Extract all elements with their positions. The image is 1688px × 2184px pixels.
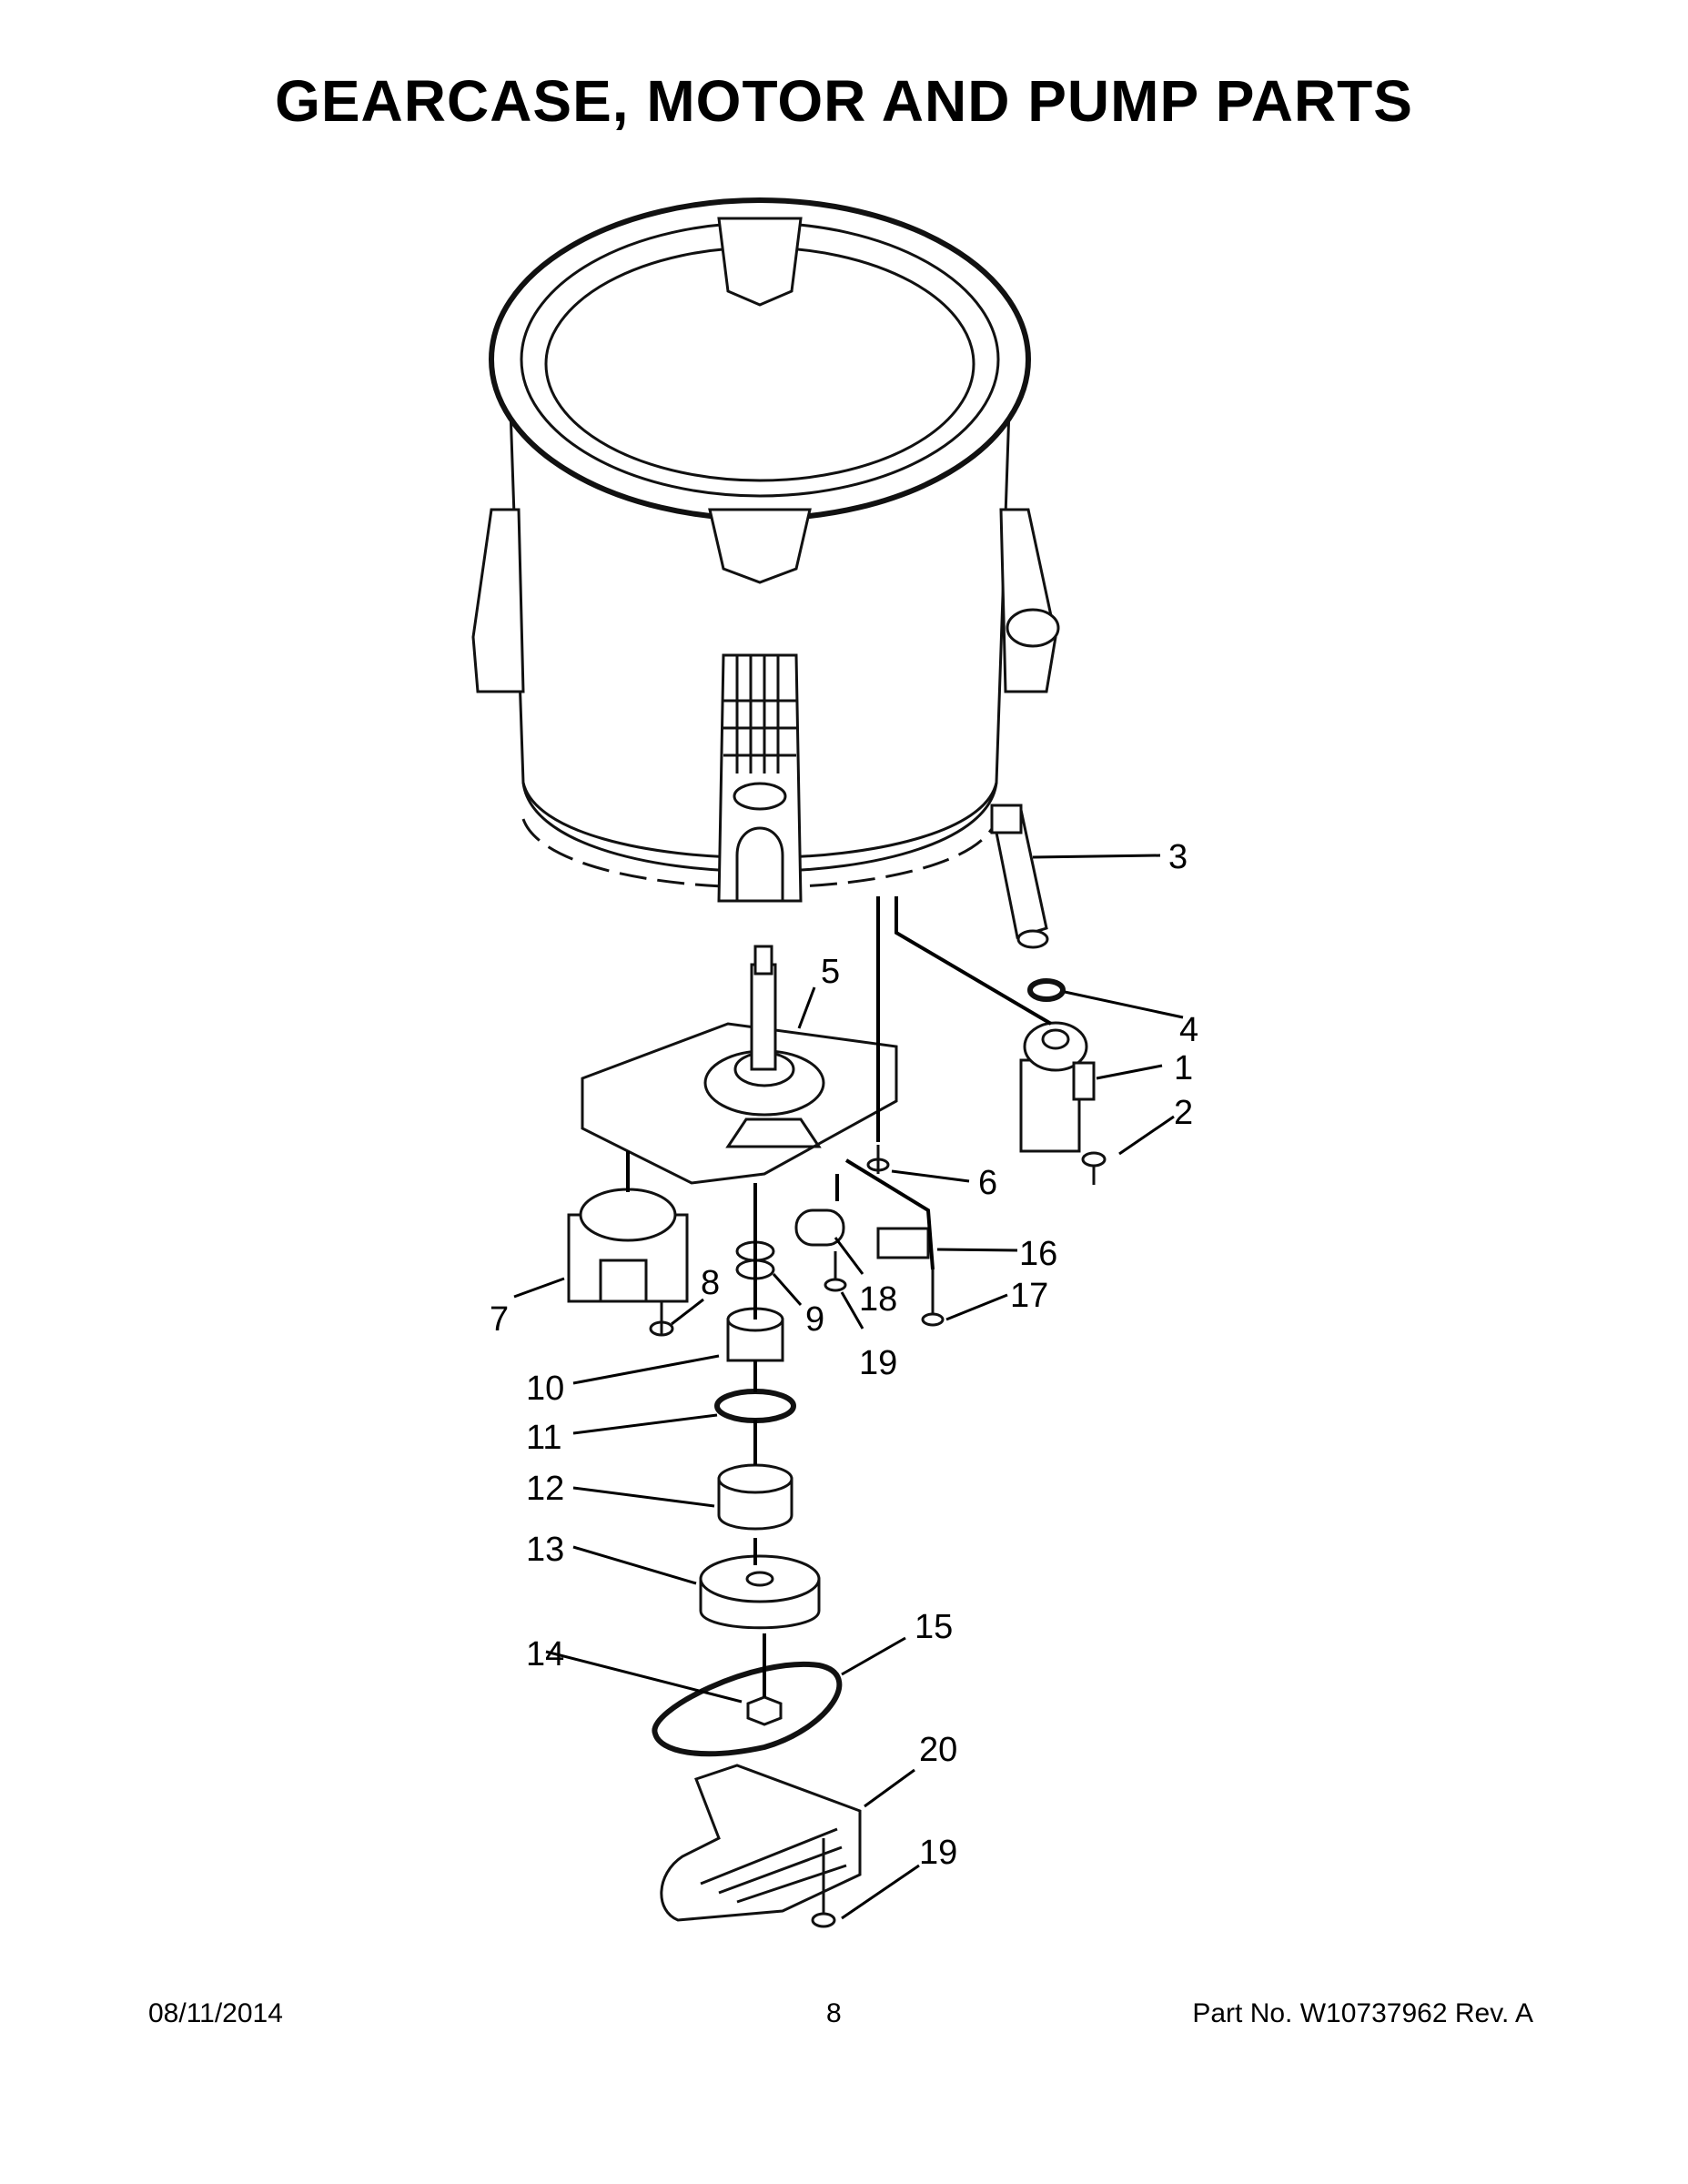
callout-11: 11 [526,1419,561,1457]
callout-20: 20 [919,1731,957,1769]
callout-18: 18 [859,1280,897,1319]
callout-2: 2 [1174,1094,1193,1132]
assembly-lead-lines [626,896,1053,1697]
callout-5: 5 [821,953,840,991]
drive-pulley [699,1554,821,1630]
motor-screw [649,1301,674,1337]
callout-1: 1 [1174,1049,1193,1087]
callout-13: 13 [526,1531,564,1569]
footer-date: 08/11/2014 [148,1998,283,2028]
motor-capacitor [794,1208,845,1247]
pulley-nut [746,1695,783,1726]
retainer-ring [714,1389,796,1423]
drive-motor [567,1188,689,1303]
callout-6: 6 [978,1164,997,1202]
lid-switch-bracket [876,1227,930,1259]
callout-19-mid: 19 [859,1344,897,1382]
callout-12: 12 [526,1470,564,1508]
callout-7: 7 [490,1300,509,1339]
callout-15: 15 [915,1608,953,1646]
gearcase-assembly [581,945,898,1185]
rotor-housing [717,1463,793,1531]
callout-16: 16 [1019,1235,1057,1273]
drive-belt [652,1661,843,1757]
capacitor-screw [824,1251,847,1292]
callout-10: 10 [526,1370,564,1408]
callout-arrows [513,854,1184,1920]
plate-screw [866,1145,890,1174]
motor-shield [660,1764,862,1922]
footer-page-number: 8 [826,1998,842,2028]
drain-hose [990,804,1049,949]
callout-17: 17 [1010,1277,1048,1315]
shifter [726,1307,784,1362]
hose-clamp [1027,978,1066,1002]
bracket-screw [921,1269,945,1327]
page-title: GEARCASE, MOTOR AND PUMP PARTS [275,68,1413,134]
callout-8: 8 [701,1264,720,1302]
callout-19-bottom: 19 [919,1834,957,1872]
drain-pump [1019,1021,1096,1153]
callout-9: 9 [805,1300,824,1339]
callout-labels: 3 4 1 2 5 6 7 8 9 18 16 17 19 10 11 12 1… [490,838,1198,1872]
callout-4: 4 [1179,1011,1198,1049]
callout-14: 14 [526,1635,564,1673]
shield-screw [811,1838,836,1928]
pump-screw [1081,1151,1107,1185]
footer-part-number: Part No. W10737962 Rev. A [1192,1998,1533,2028]
callout-3: 3 [1168,838,1188,876]
outer-tub [471,197,1060,903]
